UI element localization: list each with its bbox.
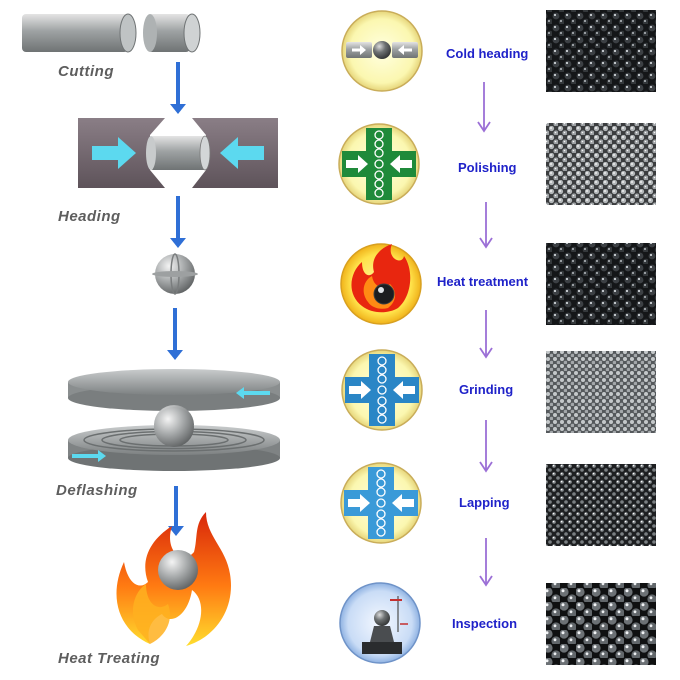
lapping-sample-photo	[546, 464, 656, 546]
cold-heading-icon	[341, 10, 423, 92]
step-label-grinding: Grinding	[459, 382, 514, 397]
cut-rod-right	[143, 13, 201, 53]
polishing-icon	[338, 123, 420, 205]
cut-rod-left	[22, 13, 137, 53]
polishing-sample-photo	[546, 123, 656, 205]
inspection-sample-photo	[546, 583, 656, 665]
flow-arrowhead-1	[170, 104, 186, 114]
press-arrow-right-icon	[92, 137, 136, 169]
step-label-cold-heading: Cold heading	[446, 46, 529, 61]
heat-treatment-icon	[340, 243, 422, 325]
step-label-deflashing: Deflashing	[56, 482, 138, 499]
flow-arrowhead-3	[167, 350, 183, 360]
lapping-icon	[340, 462, 422, 544]
step-label-lapping: Lapping	[459, 495, 510, 510]
heading-die	[78, 118, 278, 188]
grinding-sample-photo	[546, 351, 656, 433]
rotate-arrow-bottom-icon	[98, 450, 106, 462]
step-label-heat-treatment: Heat treatment	[437, 274, 529, 289]
headed-blank	[152, 253, 198, 295]
heat-treatment-sample-photo	[546, 243, 656, 325]
grinding-icon	[341, 349, 423, 431]
inspection-icon	[339, 582, 421, 664]
press-arrow-left-icon	[220, 137, 264, 169]
right-flow-arrows	[477, 82, 493, 587]
cold-heading-sample-photo	[546, 10, 656, 92]
rotate-arrow-top-icon	[236, 387, 244, 399]
step-label-polishing: Polishing	[458, 160, 517, 175]
deflashing-plates	[68, 369, 280, 471]
step-label-inspection: Inspection	[452, 616, 518, 631]
flow-arrowhead-4	[168, 526, 184, 536]
step-label-heat-treating: Heat Treating	[58, 650, 161, 667]
flow-arrowhead-2	[170, 238, 186, 248]
step-label-heading: Heading	[58, 208, 121, 225]
heat-treating-flame	[116, 512, 231, 646]
step-label-cutting: Cutting	[58, 63, 114, 80]
